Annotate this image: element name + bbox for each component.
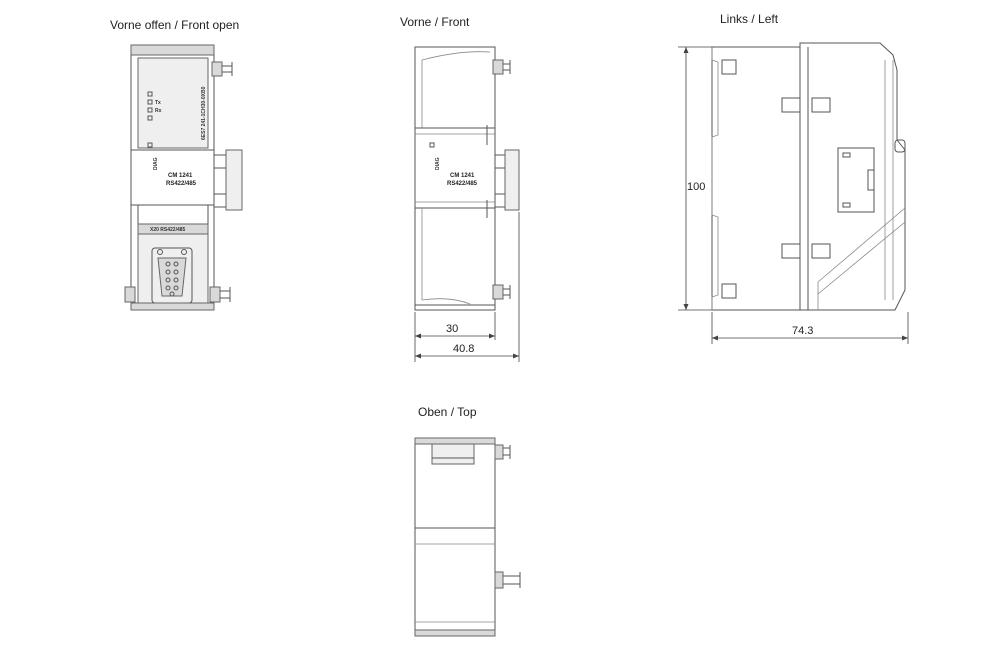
top-side-latch-upper <box>494 444 504 460</box>
front-title: Vorne / Front <box>400 15 470 29</box>
top-view: Oben / Top <box>414 405 521 637</box>
dim-100-label: 100 <box>687 181 705 193</box>
led-4 <box>147 115 153 121</box>
led-3 <box>147 107 153 113</box>
left-diagonal-cover <box>817 207 906 310</box>
left-dimension-74-3: 74.3 <box>711 312 909 344</box>
led-tx-label: Tx <box>155 100 161 106</box>
led-tx <box>147 91 153 97</box>
top-rail <box>414 437 496 445</box>
top-latch-cut <box>431 443 475 465</box>
front-side-connector <box>494 154 506 208</box>
front-open-title: Vorne offen / Front open <box>110 18 239 32</box>
led-rx-label: Rx <box>155 108 162 114</box>
left-view: Links / Left 100 <box>678 12 909 344</box>
front-view: Vorne / Front DIAG CM 1241 RS422/485 <box>400 15 520 362</box>
left-title: Links / Left <box>720 12 779 26</box>
module-name-front-open: CM 1241 <box>168 173 193 179</box>
front-bottom-latch <box>492 284 504 300</box>
led-rx <box>147 99 153 105</box>
front-dimension-30: 30 <box>414 312 496 362</box>
module-name-front: CM 1241 <box>450 173 475 179</box>
front-diag-led <box>429 142 435 148</box>
diag-label: DIAG <box>153 157 159 170</box>
front-open-bottom-latch-right <box>209 286 221 303</box>
order-number: 6ES7 241-1CH30-0XB0 <box>201 86 207 140</box>
left-connector-window <box>837 147 875 213</box>
top-side-latch-lower <box>494 571 504 589</box>
front-open-top-rail <box>130 44 215 56</box>
front-open-upper-panel <box>137 57 209 149</box>
front-top-latch <box>492 59 504 75</box>
left-rail-profile <box>711 47 719 310</box>
left-body-outline <box>711 42 906 311</box>
left-cutout-4 <box>781 243 801 259</box>
front-open-bottom-rail <box>130 302 215 311</box>
front-open-bottom-latch-left <box>124 286 136 303</box>
dim-30-label: 30 <box>446 323 458 335</box>
front-top-chamfer <box>421 51 491 61</box>
port-label: X20 RS422/485 <box>150 227 186 233</box>
left-cutout-6 <box>721 283 737 299</box>
dim-40-8-label: 40.8 <box>453 343 474 355</box>
side-connector-cap <box>225 149 243 211</box>
top-body <box>414 437 496 637</box>
module-type-front: RS422/485 <box>447 181 478 187</box>
front-diag-label: DIAG <box>435 157 441 170</box>
side-connector <box>213 154 227 208</box>
top-bottom-rail <box>414 629 496 637</box>
front-side-connector-cap <box>504 149 520 211</box>
left-cutout-3 <box>811 97 831 113</box>
left-cutout-1 <box>721 59 737 75</box>
front-dimension-40-8: 40.8 <box>415 212 520 362</box>
left-dimension-100: 100 <box>678 46 712 311</box>
left-cutout-2 <box>781 97 801 113</box>
left-cutout-5 <box>811 243 831 259</box>
front-bottom-curve <box>421 298 471 305</box>
front-open-top-latch <box>211 61 223 77</box>
front-open-view: Vorne offen / Front open Tx Rx 6ES7 241-… <box>110 18 243 311</box>
top-title: Oben / Top <box>418 405 477 419</box>
left-front-latch <box>894 139 906 153</box>
db9-connector <box>151 247 193 304</box>
dim-74-3-label: 74.3 <box>792 325 813 337</box>
module-type-front-open: RS422/485 <box>166 181 197 187</box>
diag-led <box>147 142 153 148</box>
